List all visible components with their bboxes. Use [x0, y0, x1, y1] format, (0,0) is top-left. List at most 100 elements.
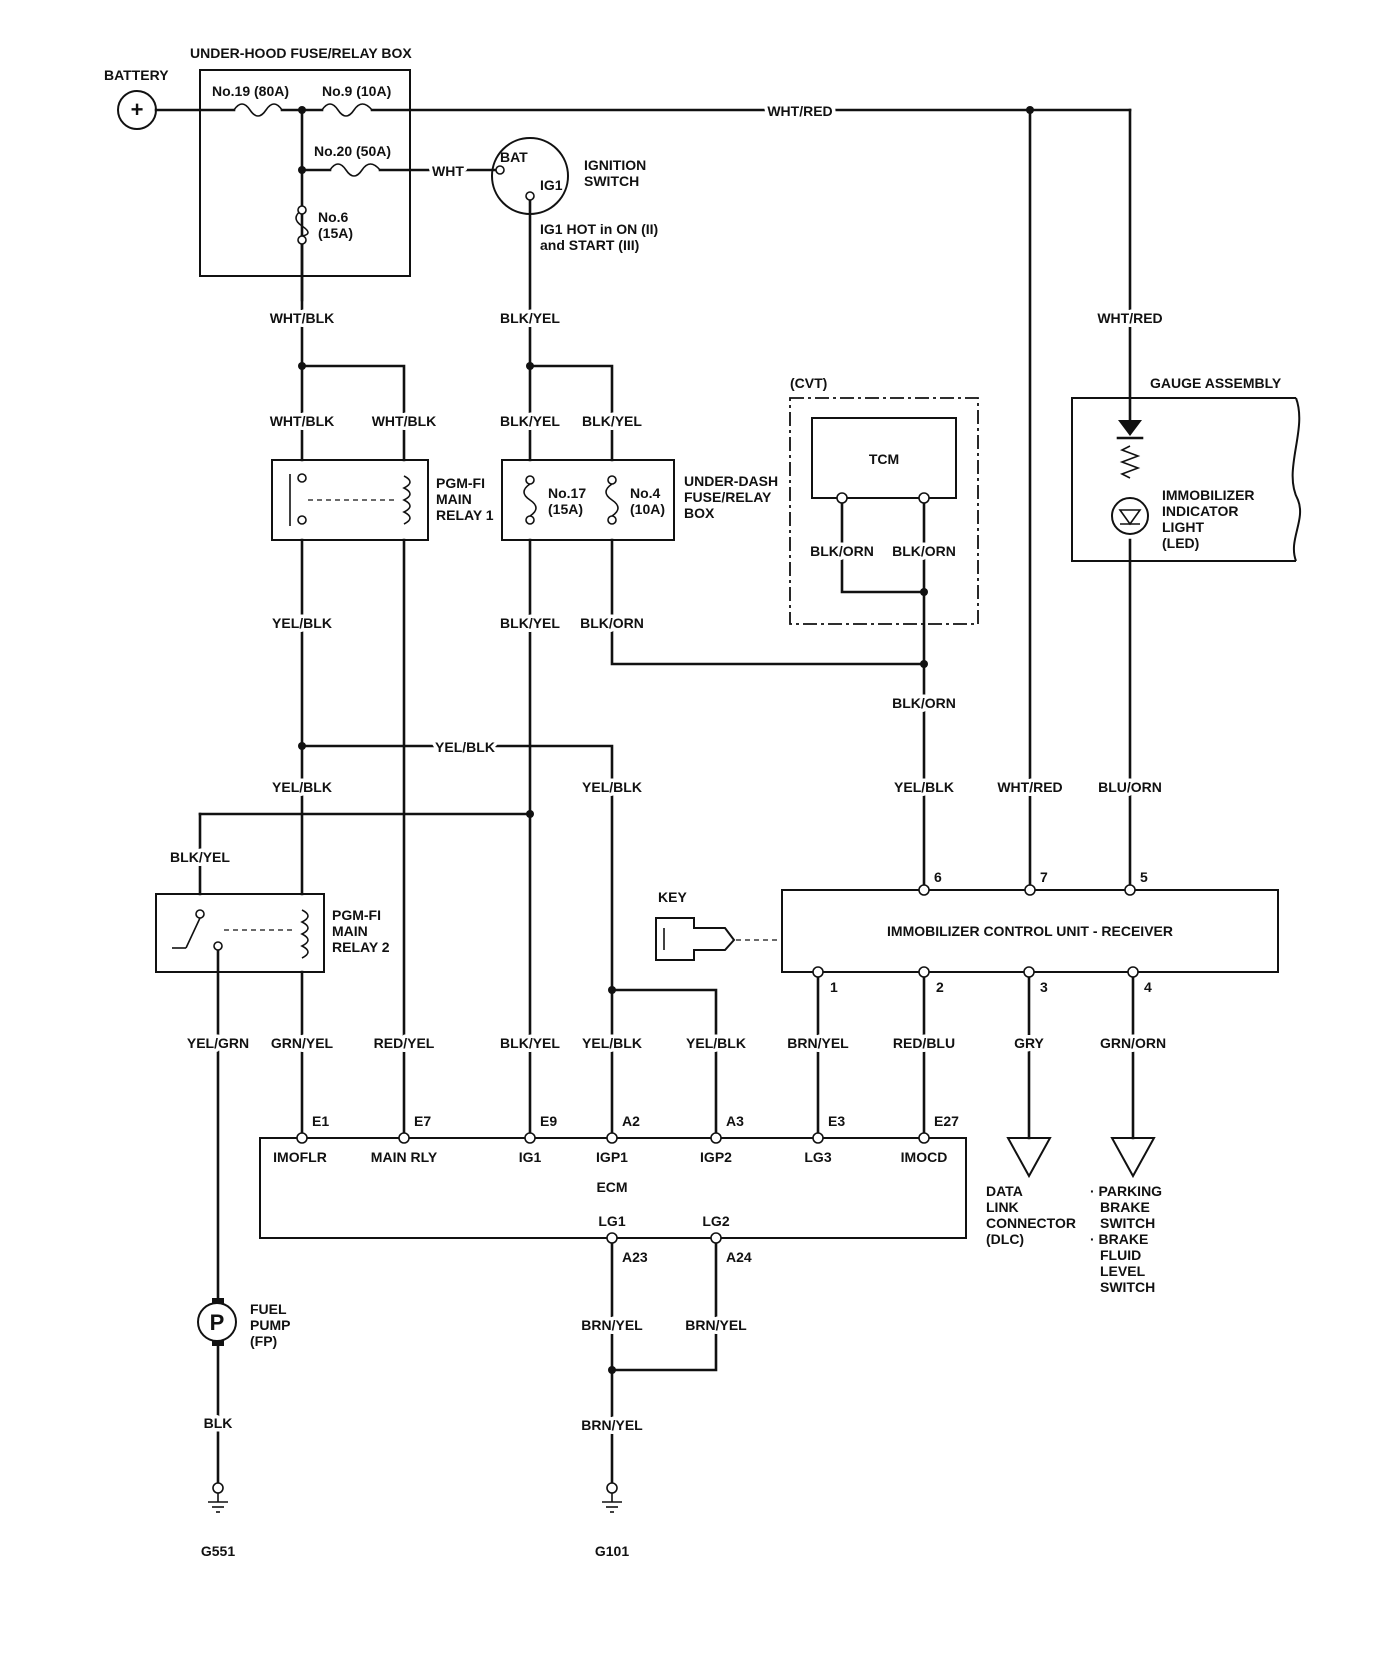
fuse-20-label: No.20 (50A) [314, 143, 391, 159]
ecm-terminal: IGP1 [596, 1149, 628, 1165]
wire-label: BRN/YEL [581, 1317, 643, 1333]
brake-switch-triangle [1110, 1137, 1156, 1179]
wire-label: BRN/YEL [685, 1317, 747, 1333]
fuse-and-relay-elements [172, 103, 1149, 1346]
ignition-switch-label: IGNITION [584, 157, 646, 173]
dlc-label: DATA [986, 1183, 1023, 1199]
under-hood-box-label: UNDER-HOOD FUSE/RELAY BOX [190, 45, 412, 61]
ecm-pin: E1 [312, 1113, 329, 1129]
component-outlines [117, 69, 1302, 1342]
junctions [207, 106, 1139, 1513]
wire-label: BLK/YEL [500, 615, 560, 631]
ecm-pin: A24 [726, 1249, 752, 1265]
ig1-hot-note: IG1 HOT in ON (II) [540, 221, 658, 237]
key-icon [655, 917, 736, 961]
ig1-hot-note: and START (III) [540, 237, 639, 253]
brake-switch-label: FLUID [1100, 1247, 1141, 1263]
ecm-terminal: IMOCD [901, 1149, 948, 1165]
fuse-4-label: (10A) [630, 501, 665, 517]
brake-switch-label: SWITCH [1100, 1279, 1155, 1295]
immobilizer-pin: 5 [1140, 869, 1148, 885]
gauge-assembly-outline [1071, 397, 1302, 562]
component-labels: BATTERY + UNDER-HOOD FUSE/RELAY BOX No.1… [104, 45, 1282, 1559]
wire-label: YEL/BLK [582, 1035, 642, 1051]
under-dash-box-label: FUSE/RELAY [684, 489, 772, 505]
wire-label: BRN/YEL [581, 1417, 643, 1433]
dlc-label: CONNECTOR [986, 1215, 1076, 1231]
tcm-box [811, 417, 957, 499]
fuse-19-label: No.19 (80A) [212, 83, 289, 99]
wire-label: BLK/ORN [892, 695, 956, 711]
pgm-fi-main-relay-1-box [271, 459, 429, 541]
wire-label: BLK/YEL [500, 413, 560, 429]
tcm-label: TCM [869, 451, 899, 467]
ground-g551-label: G551 [201, 1543, 235, 1559]
ecm-terminal: IGP2 [700, 1149, 732, 1165]
ecm-pin: E7 [414, 1113, 431, 1129]
relay-2-label: PGM-FI [332, 907, 381, 923]
wire-label: BLK [204, 1415, 233, 1431]
dlc-label: (DLC) [986, 1231, 1024, 1247]
ig1-terminal: IG1 [540, 177, 563, 193]
wire-label: RED/BLU [893, 1035, 955, 1051]
relay-1-label: MAIN [436, 491, 472, 507]
wire-label: BLK/YEL [500, 1035, 560, 1051]
immobilizer-unit-label: IMMOBILIZER CONTROL UNIT - RECEIVER [887, 923, 1173, 939]
wire-label: BLU/ORN [1098, 779, 1162, 795]
immobilizer-light-label: INDICATOR [1162, 503, 1238, 519]
wires [154, 108, 1135, 1490]
immobilizer-pin: 3 [1040, 979, 1048, 995]
brake-switch-label: SWITCH [1100, 1215, 1155, 1231]
wire-label: YEL/BLK [894, 779, 954, 795]
dlc-triangle [1006, 1137, 1052, 1179]
fuse-17-label: (15A) [548, 501, 583, 517]
relay-2-label: RELAY 2 [332, 939, 390, 955]
ecm-pin: E27 [934, 1113, 959, 1129]
wire-label: YEL/BLK [582, 779, 642, 795]
ecm-pin: E9 [540, 1113, 557, 1129]
cvt-label: (CVT) [790, 375, 827, 391]
pgm-fi-main-relay-2-box [155, 893, 325, 973]
wire-label: WHT/BLK [372, 413, 437, 429]
fuse-9-label: No.9 (10A) [322, 83, 391, 99]
immobilizer-pin: 6 [934, 869, 942, 885]
key-label: KEY [658, 889, 687, 905]
dlc-label: LINK [986, 1199, 1019, 1215]
relay-1-label: PGM-FI [436, 475, 485, 491]
bat-terminal: BAT [500, 149, 528, 165]
wire-label: BLK/YEL [170, 849, 230, 865]
ecm-terminal: LG3 [804, 1149, 831, 1165]
ecm-pin: A2 [622, 1113, 640, 1129]
brake-switch-label: · PARKING [1090, 1183, 1162, 1199]
ecm-pin: E3 [828, 1113, 845, 1129]
ignition-switch-label: SWITCH [584, 173, 639, 189]
wire-label: WHT/BLK [270, 310, 335, 326]
ecm-terminal: MAIN RLY [371, 1149, 438, 1165]
brake-switch-label: · BRAKE [1090, 1231, 1148, 1247]
wire-labels: WHT/RED WHT WHT/BLK BLK/YEL WHT/RED WHT/… [167, 100, 1170, 1437]
fuse-17-label: No.17 [548, 485, 586, 501]
wire-label: BLK/ORN [892, 543, 956, 559]
gauge-assembly-label: GAUGE ASSEMBLY [1150, 375, 1282, 391]
immobilizer-pin: 2 [936, 979, 944, 995]
battery-label: BATTERY [104, 67, 169, 83]
immobilizer-light-label: (LED) [1162, 535, 1199, 551]
wire-label: BRN/YEL [787, 1035, 849, 1051]
ecm-pin: A3 [726, 1113, 744, 1129]
ecm-pin: LG1 [598, 1213, 625, 1229]
wire-label: BLK/YEL [582, 413, 642, 429]
relay-2-label: MAIN [332, 923, 368, 939]
ecm-terminal: IG1 [519, 1149, 542, 1165]
fuse-4-label: No.4 [630, 485, 661, 501]
wire-label: YEL/GRN [187, 1035, 249, 1051]
wire-label: YEL/BLK [272, 779, 332, 795]
wire-label: YEL/BLK [686, 1035, 746, 1051]
wire-label: WHT/RED [767, 103, 832, 119]
wire-label: GRN/ORN [1100, 1035, 1166, 1051]
immobilizer-light-label: IMMOBILIZER [1162, 487, 1255, 503]
brake-switch-label: BRAKE [1100, 1199, 1150, 1215]
fuel-pump-symbol: P [210, 1310, 225, 1335]
wire-label: WHT/RED [1097, 310, 1162, 326]
cvt-dashed-box [789, 397, 979, 625]
fuel-pump-label: PUMP [250, 1317, 290, 1333]
